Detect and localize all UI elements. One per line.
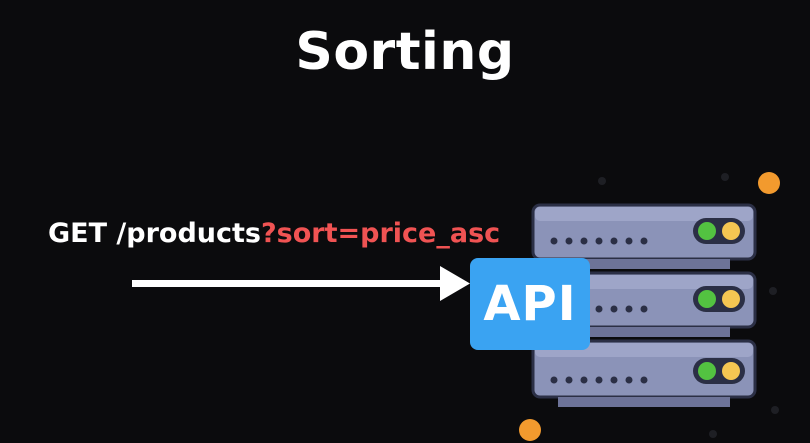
api-badge: API: [470, 258, 590, 350]
server-unit-3: [531, 339, 757, 407]
server-rack-icon: [531, 203, 757, 407]
arrow-right-icon: [132, 266, 470, 301]
page-title: Sorting: [295, 22, 515, 82]
request-method-path: GET /products: [48, 218, 262, 249]
request-line: GET /products?sort=price_asc: [48, 218, 500, 249]
server-unit-1: [531, 203, 757, 269]
request-query: ?sort=price_asc: [261, 218, 501, 249]
api-badge-label: API: [483, 276, 577, 332]
decor-dots: [519, 172, 780, 441]
